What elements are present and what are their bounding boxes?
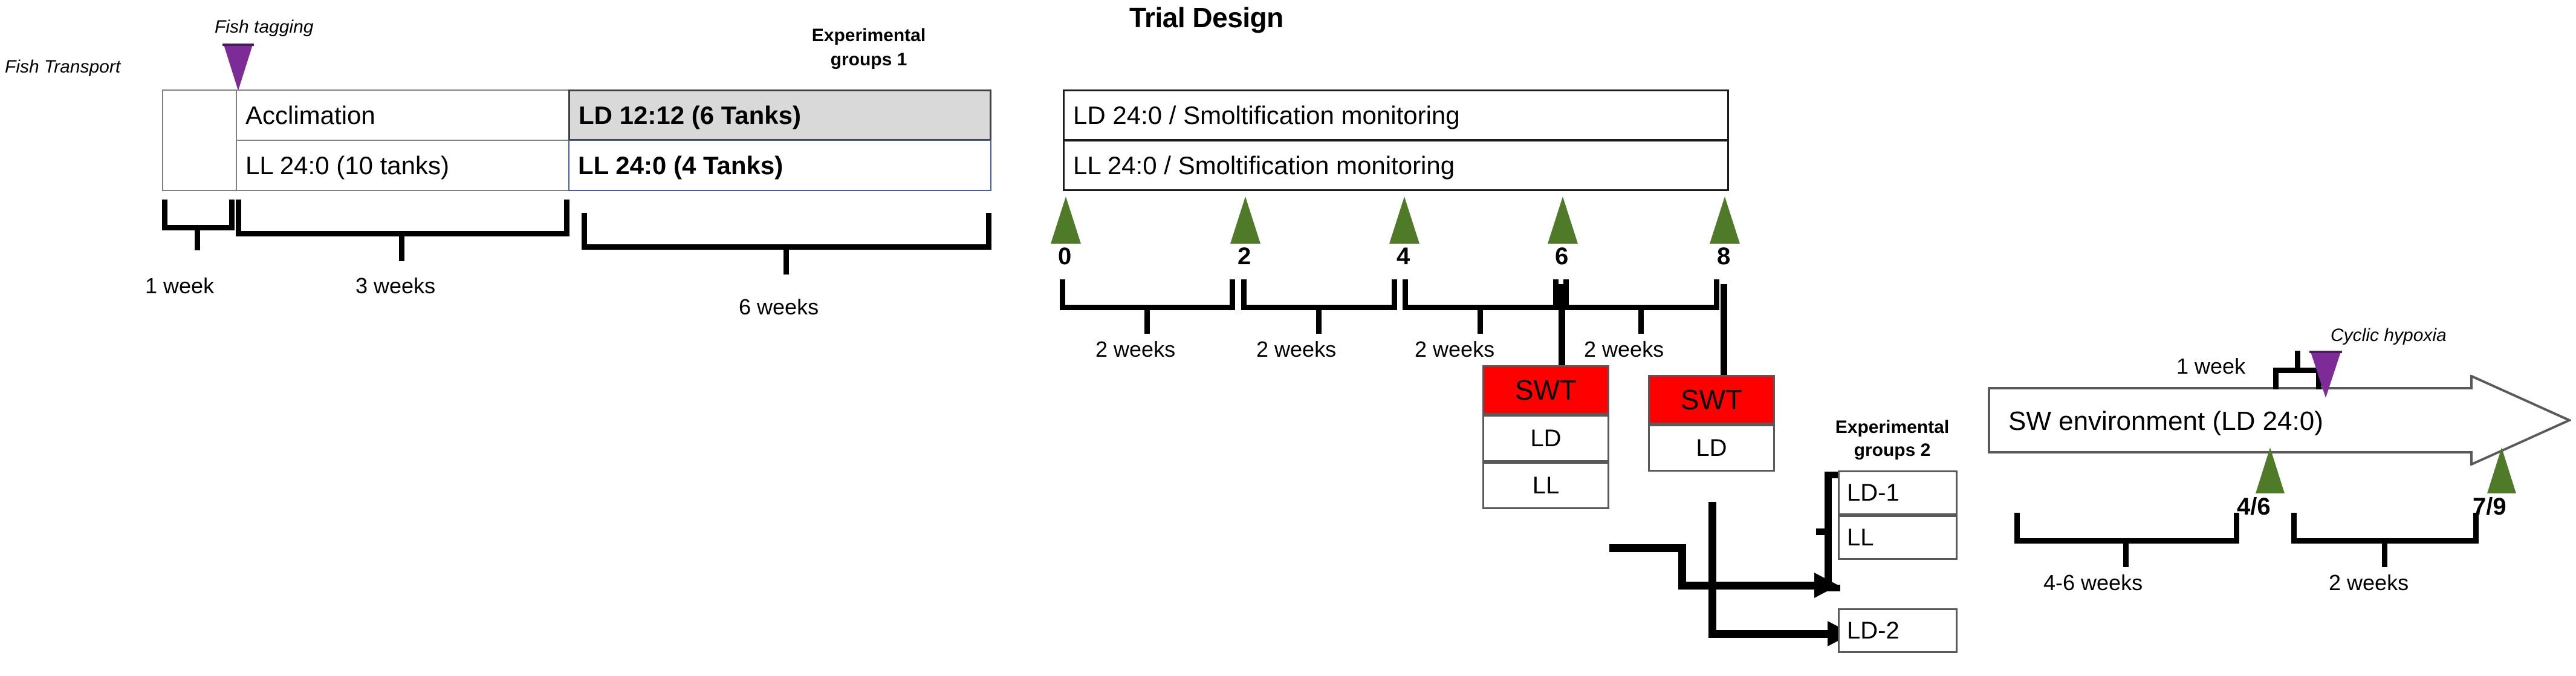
experimental-groups-2-label-line1: Experimental xyxy=(1835,417,1950,437)
experimental-groups-2-label-line2: groups 2 xyxy=(1854,440,1931,460)
sampling-tick-label-2: 2 xyxy=(1238,243,1251,270)
sw-environment-arrow xyxy=(1988,374,2572,467)
sw-sampling-marker-79-icon xyxy=(2487,447,2516,493)
sampling-tick-label-0: 0 xyxy=(1058,243,1072,270)
monitoring-cell-ld: LD 24:0 / Smoltification monitoring xyxy=(1063,89,1729,141)
bracket-interval-4 xyxy=(1563,279,1719,334)
acclimation-cell: Acclimation xyxy=(236,89,569,141)
groups-2-box-ld-2: LD-2 xyxy=(1838,608,1958,653)
swt-box-1: SWT xyxy=(1482,365,1609,415)
bracket-6-weeks xyxy=(582,213,991,275)
sampling-marker-4-icon xyxy=(1389,197,1419,244)
interval-label-1: 2 weeks xyxy=(1095,337,1176,362)
bracket-6-weeks-label: 6 weeks xyxy=(739,294,819,319)
bracket-1-week-label: 1 week xyxy=(145,273,215,298)
sampling-marker-2-icon xyxy=(1230,197,1260,244)
connector-2-v-trunk xyxy=(1708,502,1716,638)
sampling-tick-label-4: 4 xyxy=(1397,243,1410,270)
bracket-1-week xyxy=(162,200,235,250)
group-cell-ld-12-12: LD 12:12 (6 Tanks) xyxy=(568,89,991,141)
cyclic-hypoxia-marker-cap xyxy=(2309,351,2342,353)
cyclic-hypoxia-marker-icon xyxy=(2311,352,2341,398)
cyclic-hypoxia-label: Cyclic hypoxia xyxy=(2331,325,2447,345)
experimental-groups-1-label-line1: Experimental xyxy=(811,25,926,45)
groups-2-box-ld-1: LD-1 xyxy=(1838,470,1958,515)
swt-box-1-item-ld: LD xyxy=(1482,415,1609,462)
bracket-sw-2-weeks-label: 2 weeks xyxy=(2329,570,2409,595)
sw-one-week-label: 1 week xyxy=(2176,354,2246,379)
fish-tagging-marker-cap xyxy=(222,44,254,46)
fish-tagging-marker-icon xyxy=(224,45,253,91)
acclimation-light-cell: LL 24:0 (10 tanks) xyxy=(236,140,569,191)
sampling-marker-0-icon xyxy=(1051,197,1081,244)
fish-tagging-label: Fish tagging xyxy=(215,17,314,37)
swt-box-1-item-ll: LL xyxy=(1482,462,1609,509)
swt-box-2-item-ld: LD xyxy=(1648,424,1775,472)
group-cell-ll-24-0: LL 24:0 (4 Tanks) xyxy=(568,140,991,191)
bracket-interval-1 xyxy=(1060,279,1235,334)
bracket-3-weeks xyxy=(236,200,569,261)
bracket-interval-2 xyxy=(1241,279,1397,334)
sw-tick-label-46: 4/6 xyxy=(2237,493,2271,520)
sw-sampling-marker-46-icon xyxy=(2256,447,2285,493)
bracket-4-6-weeks-label: 4-6 weeks xyxy=(2043,570,2143,595)
swt-arrow-1-shaft xyxy=(1559,284,1565,381)
sampling-marker-8-icon xyxy=(1710,197,1740,244)
sw-arrow-shape-icon xyxy=(1988,374,2572,467)
sampling-tick-label-6: 6 xyxy=(1555,243,1569,270)
bracket-sw-2-weeks xyxy=(2291,513,2479,567)
connector-1-v1 xyxy=(1678,544,1686,590)
groups-2-box-ll: LL xyxy=(1838,515,1958,560)
interval-label-4: 2 weeks xyxy=(1584,337,1664,362)
fish-transport-label: Fish Transport xyxy=(5,57,121,77)
interval-label-2: 2 weeks xyxy=(1256,337,1337,362)
bracket-4-6-weeks xyxy=(2014,513,2239,567)
connector-1-h1 xyxy=(1609,544,1685,552)
monitoring-cell-ll: LL 24:0 / Smoltification monitoring xyxy=(1063,140,1729,191)
connector-2-h-bottom xyxy=(1708,630,1834,638)
bracket-interval-3 xyxy=(1403,279,1559,334)
interval-label-3: 2 weeks xyxy=(1415,337,1495,362)
sw-environment-label: SW environment (LD 24:0) xyxy=(2008,406,2323,436)
page-title: Trial Design xyxy=(1129,2,1283,33)
connector-1-h2 xyxy=(1678,582,1820,590)
groups-2-brace xyxy=(1816,472,1840,591)
sampling-tick-label-8: 8 xyxy=(1717,243,1731,270)
experimental-groups-1-label-line2: groups 1 xyxy=(830,50,907,70)
swt-box-2: SWT xyxy=(1648,375,1775,424)
transport-cell xyxy=(162,89,237,191)
bracket-3-weeks-label: 3 weeks xyxy=(355,273,436,298)
swt-arrow-2-shaft xyxy=(1721,284,1727,393)
sampling-marker-6-icon xyxy=(1548,197,1578,244)
